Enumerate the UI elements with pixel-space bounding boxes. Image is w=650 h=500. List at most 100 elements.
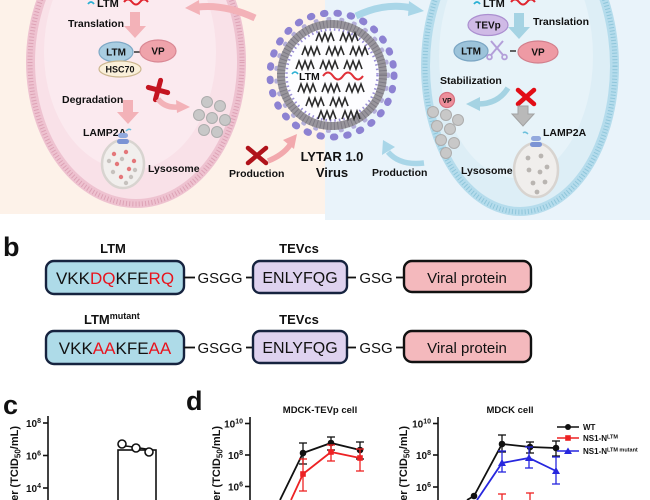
- escape-arrow-left: [155, 97, 178, 110]
- construct-row-1: LTM VKKDQKFERQ GSGG TEVcs ENLYFQG GSG Vi…: [44, 241, 533, 296]
- chart-mdck: MDCK cell Viral titer (TCID50/mL) 1010 1…: [398, 405, 560, 500]
- tevcs-domain-label-row2: TEVcs: [279, 312, 319, 327]
- hsc70-oval: [98, 60, 142, 78]
- panel-c-tick-1e4: 104: [26, 483, 41, 495]
- stabilization-arrow-head: [466, 97, 480, 111]
- mrna-cyan-squiggle: [87, 1, 95, 5]
- blocked-x-icon-right: [515, 87, 537, 107]
- chart-mdck-tevp: MDCK-TEVp cell Viral titer (TCID50/mL) 1…: [211, 405, 364, 500]
- legend-ltm-label: NS1-NLTM: [583, 434, 618, 443]
- lysosome-right: [512, 131, 560, 199]
- virus-ltm-red-rna: [322, 71, 364, 81]
- lamp2a-channel-left-top: [118, 133, 128, 138]
- chart2-ltm-errorbar-tips: [498, 492, 534, 500]
- legend-wt-label: WT: [583, 423, 596, 432]
- chart-legend: WT NS1-NLTM NS1-NLTM mutant: [557, 423, 638, 456]
- legend-ltm-mutant-label: NS1-NLTM mutant: [583, 447, 638, 456]
- chart1-tick-1e10: 1010: [224, 419, 243, 431]
- blocked-degradation-arrow: [510, 105, 536, 127]
- lamp2a-channel-right-bottom: [530, 142, 542, 147]
- chart2-y-axis-title: Viral titer (TCID50/mL): [398, 426, 412, 500]
- vp-oval-left: [139, 39, 177, 63]
- panel-b-label: b: [3, 232, 20, 262]
- panel-c-tick-1e8: 108: [26, 418, 41, 430]
- virus-spike-stems: [274, 17, 390, 133]
- virus-rna-segments: [295, 30, 369, 122]
- tevp-label: TEVp: [475, 21, 501, 32]
- tevcs-sequence: ENLYFQG: [262, 270, 337, 287]
- infection-arrow-right-head: [408, 1, 424, 16]
- protein-particles-right: [427, 106, 464, 159]
- right-cell: LTM TEVp Translation LTM VP Stabilizatio…: [421, 0, 619, 216]
- mrna-cyan-squiggle-right: [473, 1, 481, 5]
- vp-oval-right: [517, 40, 559, 64]
- translation-arrow-left: [124, 12, 146, 38]
- ltm-oval-right-label: LTM: [461, 47, 481, 58]
- stabilization-label: Stabilization: [440, 75, 502, 87]
- scissors-icon: [486, 40, 508, 61]
- linker2-label: GSG: [359, 270, 392, 287]
- virus-name-line2: Virus: [316, 165, 348, 180]
- viral-protein-label: Viral protein: [427, 270, 507, 287]
- stabilization-arrow: [477, 86, 511, 107]
- mrna-red-squiggle: [123, 0, 149, 6]
- panel-d: d MDCK-TEVp cell Viral titer (TCID50/mL)…: [186, 386, 638, 500]
- panel-a: LTM Translation LTM VP HSC70 Degradation: [0, 0, 650, 220]
- panel-c-y-axis-title: Viral titer (TCID50/mL): [9, 426, 23, 500]
- lamp2a-channel-left-bottom: [117, 139, 129, 144]
- panel-b: b LTM VKKDQKFERQ GSGG TEVcs ENLYFQG GSG …: [3, 232, 533, 366]
- virus-ltm-label: LTM: [299, 71, 320, 83]
- escape-arrow-left-head: [176, 100, 190, 113]
- panel-c-ticks: [43, 422, 48, 489]
- vp-oval-right-label: VP: [531, 48, 545, 59]
- production-arrow-right: [385, 150, 425, 167]
- translation-label-right: Translation: [533, 16, 589, 28]
- virus-inner-ring: [285, 28, 379, 122]
- chart1-ltm-markers: [300, 449, 363, 477]
- linker2-label-row2: GSG: [359, 340, 392, 357]
- lamp2a-channel-left-tail: [125, 128, 132, 132]
- chart2-wt-line: [466, 443, 557, 500]
- infection-arrow-right: [354, 2, 413, 20]
- panel-c-label: c: [3, 390, 18, 420]
- production-arrow-left: [266, 143, 293, 164]
- viral-protein-label-row2: Viral protein: [427, 340, 507, 357]
- legend-item-wt: WT: [557, 423, 596, 432]
- left-cell: LTM Translation LTM VP HSC70 Degradation: [26, 0, 246, 208]
- virus: LTM: [266, 9, 398, 141]
- ltm-oval-right: [453, 40, 489, 62]
- legend-item-ltm-mutant: NS1-NLTM mutant: [557, 447, 638, 456]
- panel-d-label: d: [186, 386, 203, 416]
- chart2-tick-1e6: 106: [416, 482, 431, 494]
- panel-c-tick-1e6: 106: [26, 451, 41, 463]
- viral-protein-box: [402, 259, 533, 294]
- vp-oval-left-label: VP: [151, 47, 165, 58]
- chart2-mutant-errorbars: [498, 446, 560, 485]
- translation-label-left: Translation: [68, 18, 124, 30]
- hsc70-label: HSC70: [105, 65, 134, 75]
- infection-arrow-left-head: [185, 0, 200, 15]
- legend-ltm-mutant-marker: [564, 447, 572, 454]
- vp-particle-label: VP: [442, 98, 452, 105]
- ltm-mutant-sequence: VKKAAKFEAA: [59, 339, 172, 358]
- right-cell-rim-texture: [422, 0, 618, 215]
- legend-wt-marker: [565, 424, 571, 430]
- chart1-ticks: [245, 422, 250, 488]
- mrna-red-squiggle-right: [510, 0, 536, 6]
- production-arrow-left-head: [283, 134, 297, 149]
- tevcs-sequence-row2: ENLYFQG: [262, 340, 337, 357]
- panel-c-data-points: [117, 439, 154, 457]
- chart2-ticks: [433, 422, 438, 488]
- infection-arrow-left: [197, 3, 257, 22]
- virus-name-line1: LYTAR 1.0: [301, 149, 364, 164]
- virus-ltm-cyan-squiggle: [291, 71, 299, 75]
- linker1-label-row2: GSGG: [197, 340, 242, 357]
- panel-c: c Viral titer (TCID50/mL) 108 106 104: [3, 390, 157, 500]
- mrna-label-right: LTM: [483, 0, 505, 10]
- production-arrow-right-head: [382, 140, 395, 155]
- mrna-label: LTM: [97, 0, 119, 10]
- lamp2a-channel-right-top: [531, 136, 541, 141]
- tevp-oval: [467, 13, 509, 37]
